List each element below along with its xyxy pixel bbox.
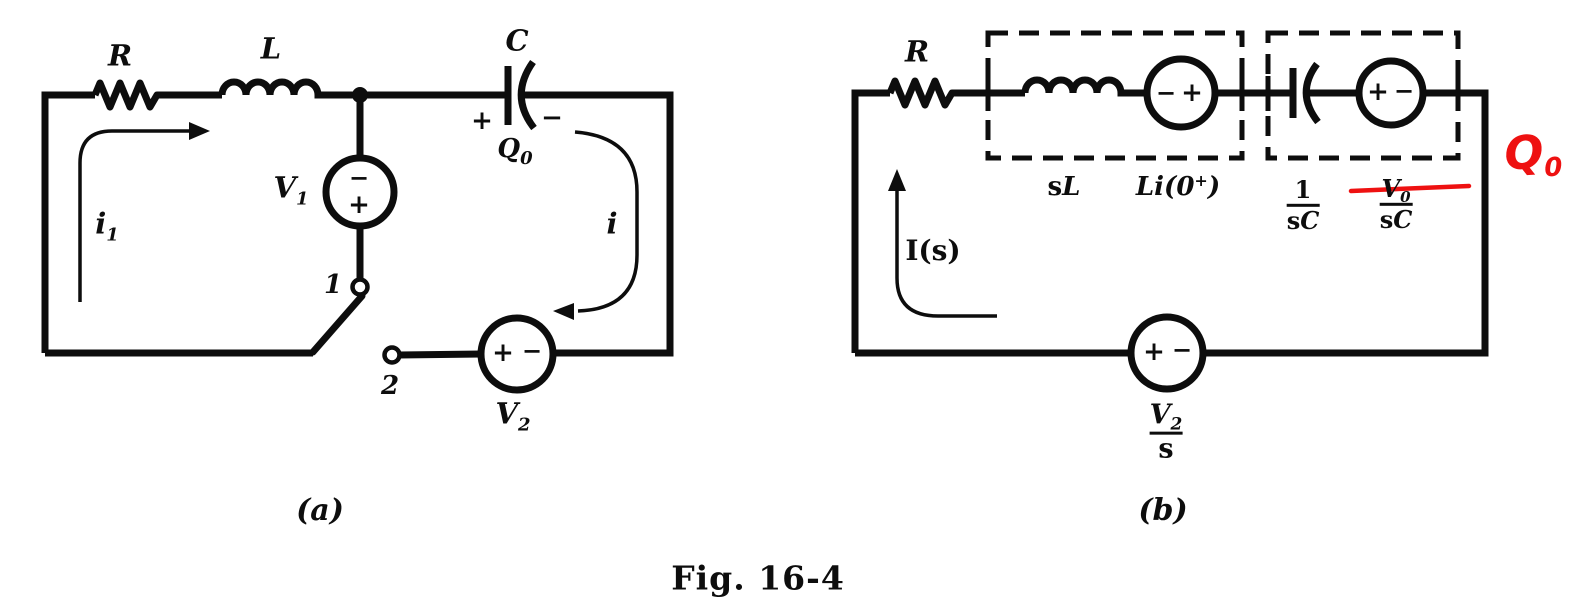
capacitor-ic-source-label: V0 sC (1379, 173, 1413, 232)
capacitor-impedance-label: 1 sC (1286, 174, 1320, 233)
v2-label-sub: 2 (517, 414, 531, 436)
inductor-a (218, 78, 505, 99)
driving-source-minus-sign: − (1171, 335, 1193, 364)
red-annotation-base: Q (1503, 124, 1545, 181)
v1-minus-sign: − (348, 163, 370, 192)
switch-contact-2 (382, 345, 402, 365)
wire-a-contact2-to-v2 (398, 350, 483, 359)
red-annotation-sub: 0 (1543, 152, 1564, 184)
current-arrow-i1-head (189, 122, 210, 140)
driving-source-den: s (1158, 434, 1174, 465)
capacitor-ic-den-C: C (1393, 205, 1413, 234)
fraction-bar (1286, 204, 1320, 207)
driving-source-num: V2 (1149, 399, 1183, 434)
inductor-b (1021, 76, 1147, 97)
initial-charge-base: Q (497, 134, 521, 164)
v1-label-base: V (273, 170, 296, 205)
current-Is-label: I(s) (905, 234, 961, 267)
inductor-impedance-label: sL (1048, 174, 1081, 200)
inductor-ic-source-base: Li(0 (1135, 172, 1195, 202)
junction-dot (352, 87, 368, 103)
resistor-b-label: R (904, 34, 930, 69)
capacitor-ic-num: V0 (1381, 173, 1410, 205)
inductor-ic-source-sup: + (1194, 171, 1208, 190)
capacitor-impedance-num: 1 (1294, 174, 1312, 204)
cap-ic-source-circle (1355, 57, 1427, 129)
source1-minus-sign: − (1155, 78, 1177, 107)
capacitor-ic-den-s: s (1379, 205, 1394, 234)
v2-minus-sign: − (521, 336, 543, 365)
wire-b-left-side (851, 89, 890, 353)
resistor-a (91, 79, 222, 111)
wire-a-left-side (41, 91, 95, 353)
capacitor-impedance-den-s: s (1286, 206, 1301, 235)
switch-blade (309, 292, 366, 356)
inductor-a-label: L (260, 31, 282, 66)
v2-source-circle (477, 314, 557, 394)
v2-label-base: V (495, 396, 518, 431)
driving-source-plus-sign: + (1143, 337, 1165, 367)
current-i1-sub: 1 (106, 224, 119, 246)
dashed-box-edge-ticks (985, 76, 1461, 111)
capacitor-a-minus-sign: − (541, 103, 563, 133)
capacitor-a-label: C (505, 23, 529, 58)
v1-source-circle (322, 154, 398, 230)
current-i-label: i (606, 206, 618, 241)
inductor-ic-source-label: Li(0+) (1135, 171, 1221, 202)
circuit-b-linework (851, 30, 1489, 393)
source1-plus-sign: + (1181, 78, 1203, 108)
capacitor-impedance-den: sC (1287, 208, 1320, 233)
current-i1-base: i (95, 206, 107, 241)
v2-plus-sign: + (492, 338, 514, 368)
red-annotation-Q0: Q0 (1503, 124, 1563, 183)
capacitor-impedance-den-C: C (1300, 206, 1320, 235)
switch-position-1-label: 1 (323, 270, 343, 300)
inductor-ic-source-circle (1143, 55, 1219, 131)
driving-source-num-sub: 2 (1170, 414, 1183, 435)
circuit-a-linework (41, 59, 674, 394)
capacitor-ic-num-base: V (1381, 173, 1401, 203)
initial-charge-sub: 0 (520, 148, 533, 169)
current-arrow-Is-head (888, 169, 906, 191)
caption-b: (b) (1138, 493, 1188, 528)
fraction-bar (1149, 432, 1183, 435)
driving-source-circle (1127, 313, 1207, 393)
capacitor-a-plus-sign: + (471, 106, 493, 136)
initial-charge-label: Q0 (497, 134, 532, 168)
switch-contact-1 (350, 277, 370, 297)
wire-a-top-right-side (521, 91, 674, 357)
current-i1-label: i1 (95, 206, 119, 244)
v2-label: V2 (495, 396, 530, 434)
v1-label: V1 (273, 170, 308, 208)
v1-plus-sign: + (348, 190, 370, 220)
driving-source-label: V2 s (1149, 399, 1183, 465)
figure-caption: Fig. 16-4 (671, 558, 845, 598)
source2-minus-sign: − (1393, 76, 1415, 105)
caption-a: (a) (296, 493, 344, 528)
source2-plus-sign: + (1367, 77, 1389, 107)
driving-source-num-base: V (1149, 399, 1171, 431)
current-arrow-i (574, 130, 639, 313)
inductor-impedance-L: L (1062, 172, 1081, 202)
capacitor-ic-num-sub: 0 (1400, 187, 1411, 206)
switch-position-2-label: 2 (380, 371, 400, 401)
wire-b-right-side (1203, 89, 1489, 357)
inductor-impedance-s: s (1047, 172, 1063, 202)
resistor-a-label: R (107, 38, 133, 73)
fraction-bar (1379, 203, 1413, 206)
red-strikethrough-line (1348, 183, 1472, 194)
current-arrow-i-head (553, 303, 574, 320)
inductor-ic-source-close: ) (1207, 172, 1221, 202)
current-arrow-Is (895, 188, 997, 318)
resistor-b (886, 77, 1025, 109)
capacitor-ic-den: sC (1380, 207, 1413, 232)
v1-label-sub: 1 (295, 188, 309, 210)
current-arrow-i1 (78, 129, 192, 302)
